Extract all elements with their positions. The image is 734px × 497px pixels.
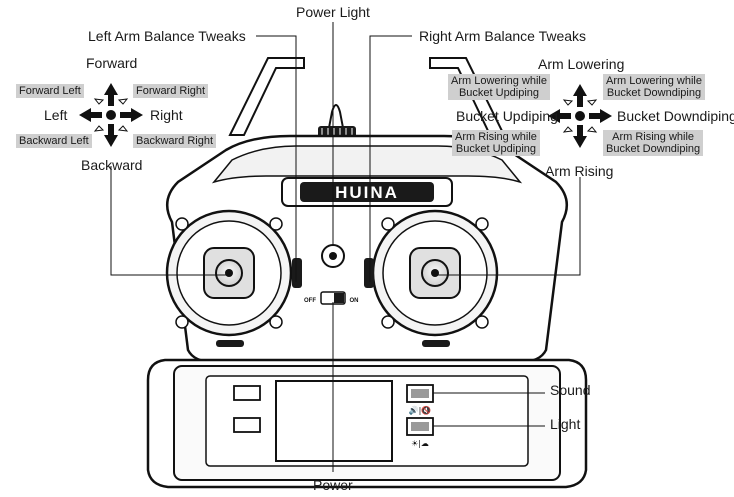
bucket-updiping-label: Bucket Updiping	[456, 108, 558, 124]
right-label: Right	[150, 107, 183, 123]
light-label: Light	[550, 416, 581, 432]
direction-arrows-icon	[548, 84, 612, 148]
forward-label: Forward	[86, 55, 138, 71]
forward-left-label: Forward Left	[16, 84, 84, 98]
left-label: Left	[44, 107, 68, 123]
switch-off-label: OFF	[304, 298, 316, 304]
light-button[interactable]	[406, 417, 434, 436]
left-trim-switch[interactable]	[292, 258, 302, 288]
backward-right-label: Backward Right	[133, 134, 217, 148]
forward-right-label: Forward Right	[133, 84, 209, 98]
backward-label: Backward	[81, 157, 143, 173]
sound-label: Sound	[550, 382, 591, 398]
left-arm-balance-label: Left Arm Balance Tweaks	[88, 28, 246, 44]
backward-left-label: Backward Left	[16, 134, 92, 148]
direction-arrows-icon	[79, 83, 143, 147]
left-panel-button-top[interactable]	[233, 385, 261, 401]
right-stick-housing	[371, 209, 499, 347]
arm-lowering-label: Arm Lowering	[538, 56, 625, 72]
left-panel-button-bottom[interactable]	[233, 417, 261, 433]
lcd-display	[275, 380, 393, 462]
right-arm-balance-label: Right Arm Balance Tweaks	[419, 28, 587, 44]
power-light-label: Power Light	[296, 4, 370, 20]
light-icon: ☀|☁	[411, 439, 429, 448]
brand-plate: HUINA	[281, 177, 453, 207]
brand-logo: HUINA	[335, 183, 399, 202]
right-trim-switch[interactable]	[364, 258, 374, 288]
arm-rising-label: Arm Rising	[545, 163, 614, 179]
left-stick-housing	[165, 209, 293, 347]
bucket-downdiping-label: Bucket Downdiping	[617, 108, 734, 124]
sound-button[interactable]	[406, 384, 434, 403]
switch-on-label: ON	[350, 298, 359, 304]
callout-lines	[110, 22, 581, 472]
power-label: Power	[313, 477, 353, 493]
speaker-icon: 🔊|🔇	[409, 405, 432, 415]
power-switch[interactable]: OFF ON	[304, 291, 359, 305]
